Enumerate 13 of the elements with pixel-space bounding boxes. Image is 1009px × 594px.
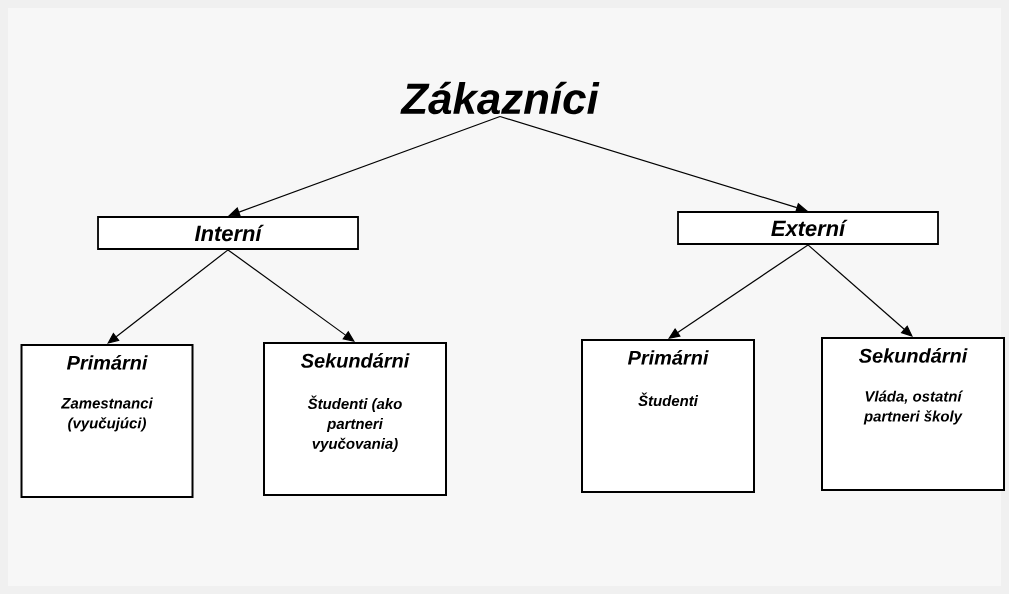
arrow: [807, 244, 913, 337]
arrow: [499, 115, 808, 213]
category-box: Externí: [677, 211, 939, 245]
arrow: [668, 244, 809, 339]
arrow: [228, 115, 501, 217]
group-box: Primárni Zamestnanci (vyučujúci): [20, 344, 194, 498]
group-box: Sekundárni Študenti (ako partneri vyučovania): [263, 342, 447, 496]
arrow: [227, 249, 355, 342]
group-box: Sekundárni Vláda, ostatní partneri školy: [821, 337, 1005, 491]
heading: Zákazníci: [400, 81, 600, 115]
arrow: [107, 249, 229, 344]
group-box: Primárni Študenti: [581, 339, 755, 493]
category-box: Interní: [97, 216, 359, 250]
